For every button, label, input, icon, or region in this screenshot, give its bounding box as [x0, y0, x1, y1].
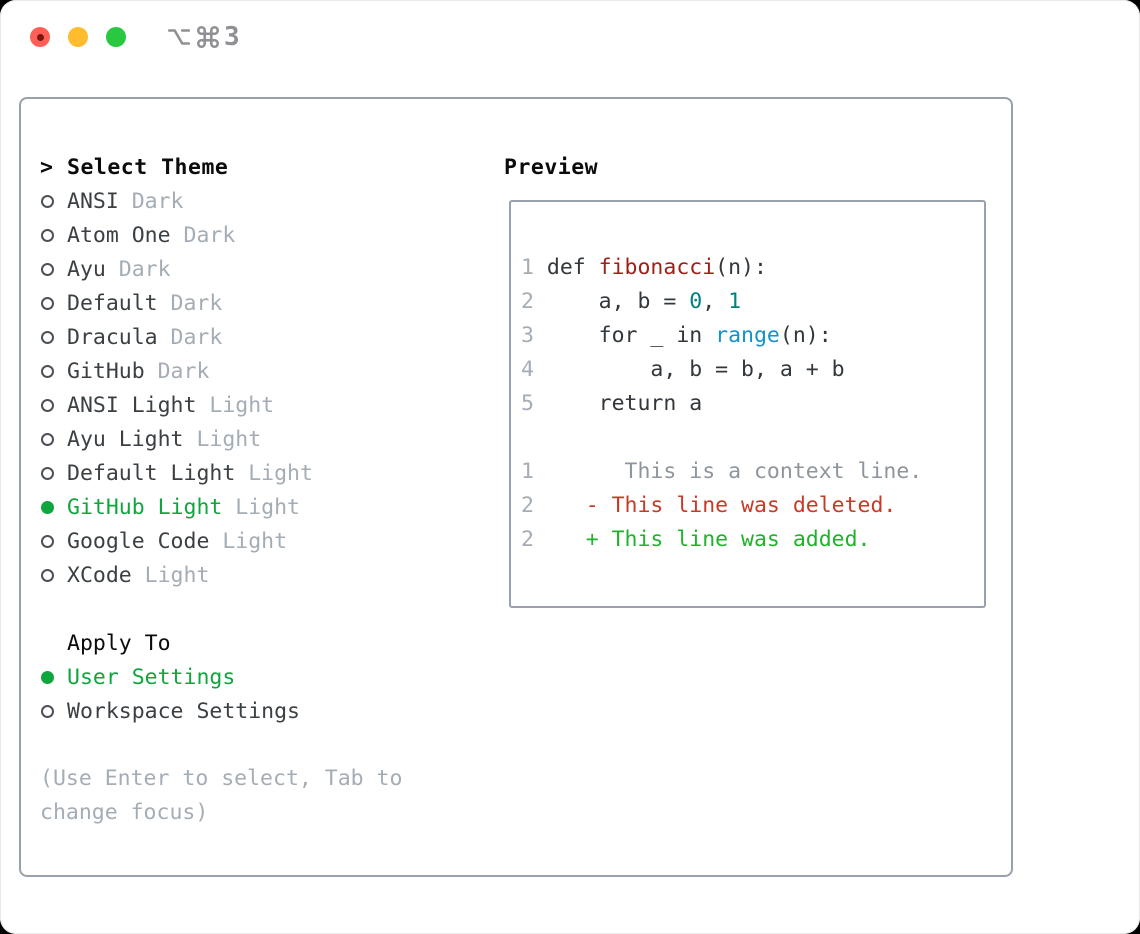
variant-label: Dark — [118, 256, 171, 282]
theme-option-xcode[interactable]: XCode Light — [40, 558, 452, 592]
variant-label: Light — [248, 460, 313, 486]
code-line: 5 return a — [521, 387, 984, 421]
theme-option-atom-one[interactable]: Atom One Dark — [40, 218, 452, 252]
radio-unselected-icon — [41, 398, 54, 412]
radio-unselected-icon — [41, 228, 54, 242]
variant-label: Dark — [170, 290, 223, 316]
theme-option-default-light[interactable]: Default Light Light — [40, 456, 452, 490]
radio-selected-icon — [41, 500, 54, 514]
theme-option-github[interactable]: GitHub Dark — [40, 354, 452, 388]
diff-line-added: 2 + This line was added. — [521, 523, 984, 557]
option-label: Dracula — [67, 324, 158, 350]
line-number: 1 — [521, 255, 534, 280]
diff-sample: 1 This is a context line.2 - This line w… — [521, 455, 984, 557]
option-label: Ayu — [67, 256, 106, 282]
apply-to-header: Apply To — [40, 626, 452, 660]
option-label: ANSI Light — [67, 392, 197, 418]
option-label: GitHub Light — [67, 494, 223, 520]
apply-option-user-settings[interactable]: User Settings — [40, 660, 452, 694]
option-label: Default Light — [67, 460, 236, 486]
apply-to-title: Apply To — [67, 630, 171, 656]
close-button[interactable] — [30, 27, 50, 47]
apply-option-workspace-settings[interactable]: Workspace Settings — [40, 694, 452, 728]
prompt-caret: > — [40, 154, 53, 180]
theme-option-ansi-light[interactable]: ANSI Light Light — [40, 388, 452, 422]
radio-unselected-icon — [41, 364, 54, 378]
option-label: Default — [67, 290, 158, 316]
variant-label: Light — [209, 392, 275, 418]
theme-option-github-light[interactable]: GitHub Light Light — [40, 490, 452, 524]
option-label: Atom One — [67, 222, 171, 248]
minimize-button[interactable] — [68, 27, 88, 47]
code-line: 4 a, b = b, a + b — [521, 353, 984, 387]
select-theme-title: Select Theme — [67, 154, 229, 180]
variant-label: Light — [196, 426, 262, 452]
diff-line-context: 1 This is a context line. — [521, 455, 984, 489]
option-label: GitHub — [67, 358, 145, 384]
theme-option-ansi[interactable]: ANSI Dark — [40, 184, 452, 218]
traffic-lights — [30, 27, 126, 47]
option-label: Google Code — [67, 528, 210, 554]
radio-selected-icon — [41, 670, 54, 684]
radio-unselected-icon — [41, 466, 54, 480]
option-label: User Settings — [67, 664, 236, 690]
variant-label: Light — [144, 562, 210, 588]
maximize-button[interactable] — [106, 27, 126, 47]
radio-unselected-icon — [41, 296, 54, 310]
theme-option-google-code[interactable]: Google Code Light — [40, 524, 452, 558]
option-label: Workspace Settings — [67, 698, 300, 724]
radio-unselected-icon — [41, 262, 54, 276]
help-text: (Use Enter to select, Tab to change focu… — [40, 766, 403, 825]
variant-label: Dark — [170, 324, 223, 350]
theme-option-default[interactable]: Default Dark — [40, 286, 452, 320]
variant-label: Light — [235, 494, 301, 520]
radio-unselected-icon — [41, 534, 54, 548]
blank-line — [521, 421, 984, 455]
theme-option-ayu[interactable]: Ayu Dark — [40, 252, 452, 286]
line-number: 5 — [521, 391, 534, 416]
radio-unselected-icon — [41, 194, 54, 208]
command-key-icon — [196, 25, 220, 49]
option-key-icon — [167, 29, 191, 45]
preview-header: Preview — [504, 154, 599, 180]
line-number: 3 — [521, 323, 534, 348]
line-number: 2 — [521, 527, 534, 552]
radio-unselected-icon — [41, 568, 54, 582]
select-theme-header: > Select Theme — [40, 150, 452, 184]
option-label: Ayu Light — [67, 426, 184, 452]
code-line: 3 for _ in range(n): — [521, 319, 984, 353]
theme-option-ayu-light[interactable]: Ayu Light Light — [40, 422, 452, 456]
radio-unselected-icon — [41, 704, 54, 718]
variant-label: Light — [222, 528, 288, 554]
variant-label: Dark — [131, 188, 184, 214]
variant-label: Dark — [183, 222, 236, 248]
line-number: 2 — [521, 493, 534, 518]
line-number: 2 — [521, 289, 534, 314]
radio-unselected-icon — [41, 330, 54, 344]
line-number: 1 — [521, 459, 534, 484]
window-title-shortcut: 3 — [166, 21, 240, 53]
variant-label: Dark — [157, 358, 210, 384]
spacer — [40, 592, 452, 626]
option-label: ANSI — [67, 188, 119, 214]
theme-option-dracula[interactable]: Dracula Dark — [40, 320, 452, 354]
option-label: XCode — [67, 562, 132, 588]
diff-line-deleted: 2 - This line was deleted. — [521, 489, 984, 523]
line-number: 4 — [521, 357, 534, 382]
radio-unselected-icon — [41, 432, 54, 446]
shortcut-digit: 3 — [224, 22, 240, 52]
code-line: 2 a, b = 0, 1 — [521, 285, 984, 319]
unsaved-dot-icon — [36, 33, 44, 41]
